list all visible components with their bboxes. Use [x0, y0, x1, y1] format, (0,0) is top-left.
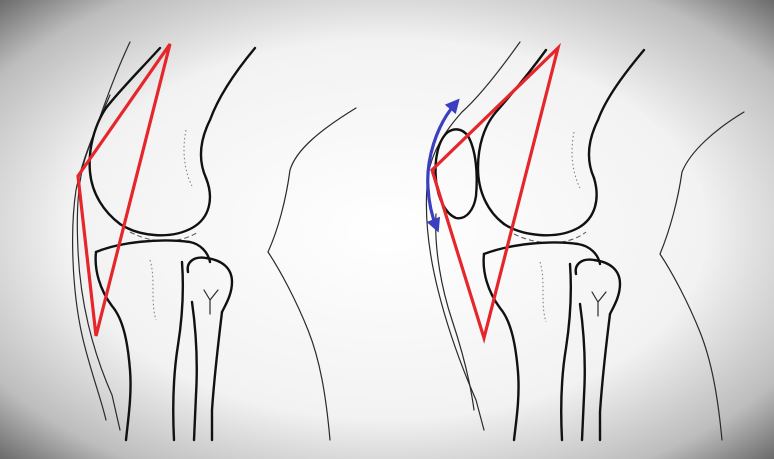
- figure-stage: [0, 0, 774, 459]
- vignette-background: [0, 0, 774, 459]
- knee-illustration: [0, 0, 774, 459]
